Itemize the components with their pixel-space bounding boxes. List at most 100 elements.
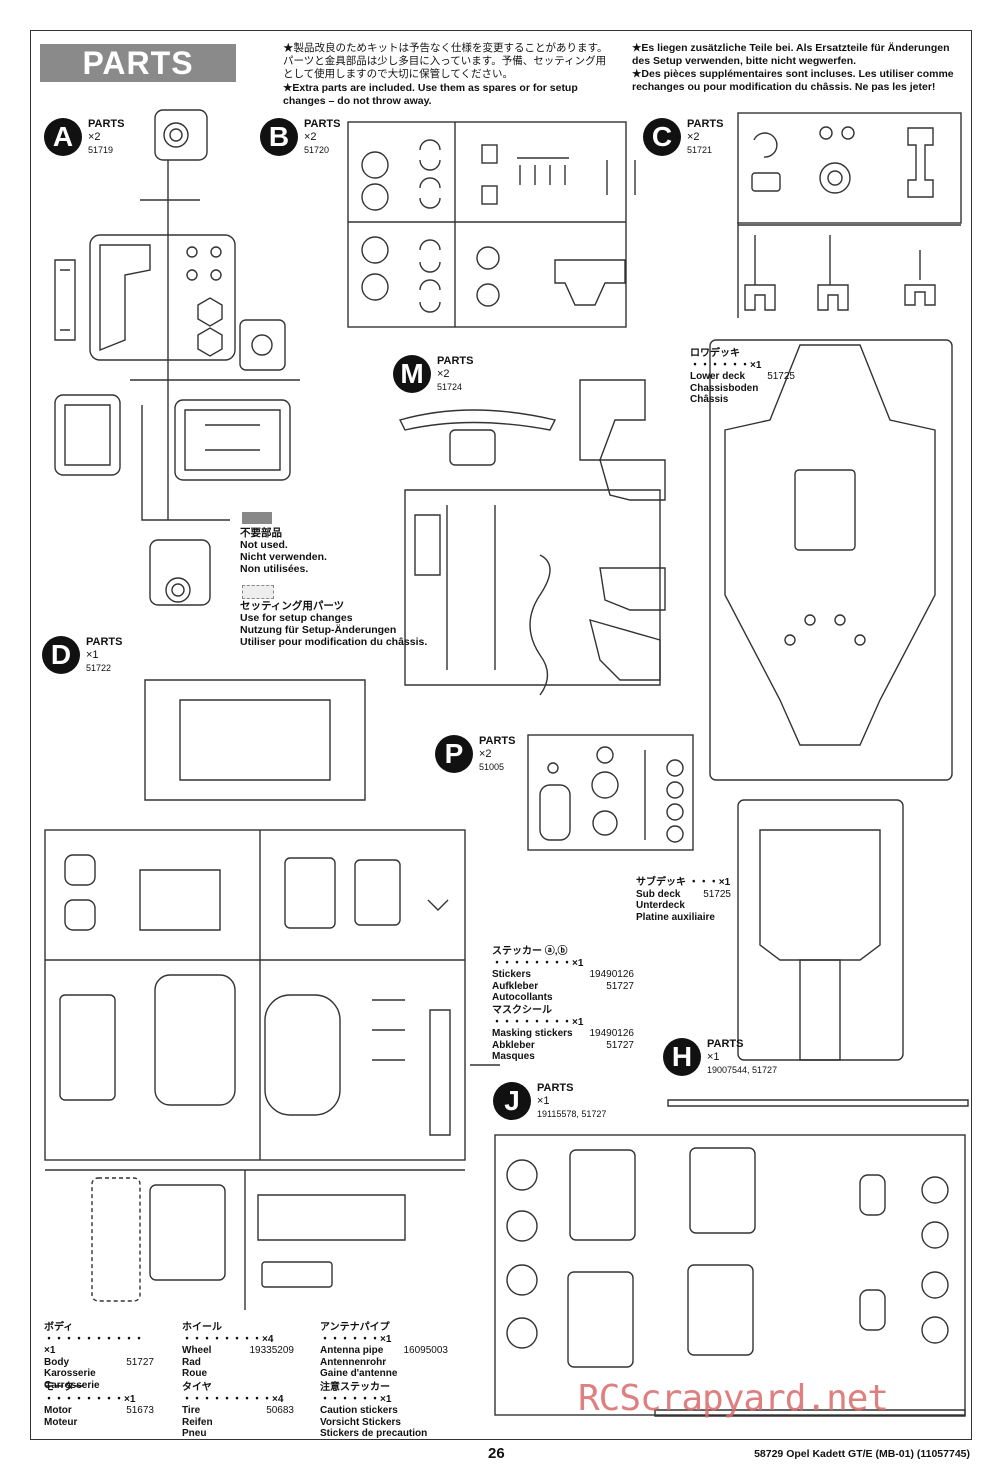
stickers-code-2: 51727 [606, 980, 634, 992]
item-wheel-code: 19335209 [249, 1345, 295, 1356]
sub-deck-de: Unterdeck [636, 900, 685, 911]
sprue-d-drawing [44, 679, 500, 1310]
note-jp: ★製品改良のためキットは予告なく仕様を変更することがあります。パーツと金具部品は… [283, 42, 608, 80]
item-motor-code: 51673 [126, 1405, 154, 1416]
lower-deck-jp: ロワデッキ ・・・・・・×1 [690, 348, 762, 371]
item-wheel-fr: Roue [182, 1368, 207, 1379]
sprue-letter-a: A [44, 118, 82, 156]
legend-setup-en: Use for setup changes [240, 612, 353, 624]
sprue-letter-h: H [663, 1038, 701, 1076]
legend-not-used-swatch [242, 512, 272, 524]
masking-fr: Masques [492, 1051, 535, 1062]
sprue-b-label: PARTS [304, 118, 341, 130]
masking-jp: マスクシール ・・・・・・・・×1 [492, 1005, 584, 1028]
lower-deck-drawing [709, 339, 953, 781]
item-antenna: アンテナパイプ ・・・・・・×1 Antenna pipe 16095003 An… [320, 1322, 448, 1380]
stickers-en: Stickers [492, 969, 531, 980]
item-body-de: Karosserie [44, 1368, 96, 1379]
item-wheel-de: Rad [182, 1356, 201, 1368]
item-body-code: 51727 [126, 1356, 154, 1368]
lower-deck-de: Chassisboden [690, 382, 759, 394]
masking-code-1: 19490126 [589, 1028, 635, 1039]
legend-setup-fr: Utiliser pour modification du châssis. [240, 636, 428, 648]
sprue-c-label: PARTS [687, 118, 724, 130]
stickers-code-1: 19490126 [589, 969, 635, 980]
item-tire-fr: Pneu [182, 1428, 207, 1439]
legend-setup: セッティング用パーツ Use for setup changes Nutzung… [240, 600, 427, 648]
legend-setup-jp: セッティング用パーツ [240, 600, 345, 612]
legend-not-used-de: Nicht verwenden. [240, 551, 327, 563]
stickers-de: Aufkleber [492, 980, 539, 992]
item-motor-de: Moteur [44, 1416, 78, 1428]
item-wheel-jp: ホイール ・・・・・・・・×4 [182, 1322, 274, 1345]
item-antenna-de: Antennenrohr [320, 1356, 387, 1368]
sprue-p-label: PARTS [479, 735, 516, 747]
sub-deck-drawing [737, 799, 904, 1061]
lower-deck-fr: Châssis [690, 394, 729, 405]
legend-setup-swatch [242, 585, 274, 599]
item-motor-en: Motor [44, 1405, 72, 1416]
item-body-en: Body [44, 1356, 69, 1368]
sprue-d-code: 51722 [86, 663, 112, 673]
item-tire-code: 50683 [266, 1405, 294, 1416]
item-antenna-en: Antenna pipe [320, 1345, 384, 1356]
item-caution-jp: 注意ステッカー ・・・・・・×1 [320, 1382, 392, 1405]
sprue-a-label: PARTS [88, 118, 125, 130]
sprue-m-drawing [398, 379, 666, 696]
sprue-p-drawing [527, 734, 694, 851]
sprue-p-code: 51005 [479, 762, 505, 772]
sprue-j-drawing [494, 1134, 966, 1417]
sprue-b-qty: ×2 [304, 131, 317, 143]
legend-setup-de: Nutzung für Setup-Änderungen [240, 624, 397, 636]
sprue-letter-m: M [393, 355, 431, 393]
sprue-letter-c: C [643, 118, 681, 156]
item-antenna-jp: アンテナパイプ ・・・・・・×1 [320, 1322, 392, 1345]
item-caution-en: Caution stickers [320, 1405, 398, 1416]
sprue-m-label: PARTS [437, 355, 474, 367]
sprue-m-qty: ×2 [437, 368, 450, 380]
legend-not-used-fr: Non utilisées. [240, 563, 309, 575]
sub-deck-fr: Platine auxiliaire [636, 911, 715, 923]
item-tire-en: Tire [182, 1405, 201, 1416]
model-info: 58729 Opel Kadett GT/E (MB-01) (11057745… [754, 1448, 970, 1460]
sprue-c-drawing [737, 112, 962, 318]
note-fr: ★Des pièces supplémentaires sont incluse… [632, 68, 954, 93]
page-title: PARTS [40, 44, 236, 82]
sprue-h-code: 19007544, 51727 [707, 1065, 778, 1075]
sprue-a-drawing [54, 109, 300, 606]
watermark: RCScrapyard.net [578, 1378, 889, 1419]
sub-deck-en: Sub deck [636, 888, 681, 900]
item-antenna-code: 16095003 [403, 1345, 449, 1356]
item-body-fr: Carrosserie [44, 1379, 100, 1391]
sprue-c-code: 51721 [687, 145, 713, 155]
lower-deck-code: 51725 [767, 371, 795, 382]
sprue-h-drawing [667, 1099, 969, 1107]
item-antenna-fr: Gaine d'antenne [320, 1368, 398, 1379]
sprue-h-label: PARTS [707, 1038, 744, 1050]
sprue-p-qty: ×2 [479, 748, 492, 760]
sprue-m-code: 51724 [437, 382, 463, 392]
note-en: ★Extra parts are included. Use them as s… [283, 82, 578, 107]
item-caution-fr: Stickers de precaution [320, 1428, 428, 1439]
sprue-b-drawing [347, 121, 636, 328]
sprue-letter-j: J [493, 1082, 531, 1120]
sprue-j-qty: ×1 [537, 1095, 550, 1107]
sprue-label-m: M PARTS×2 51724 [393, 355, 473, 394]
item-tire-jp: タイヤ ・・・・・・・・・×4 [182, 1382, 284, 1405]
sub-deck-jp: サブデッキ ・・・×1 [636, 877, 731, 888]
page-frame [30, 30, 972, 1440]
